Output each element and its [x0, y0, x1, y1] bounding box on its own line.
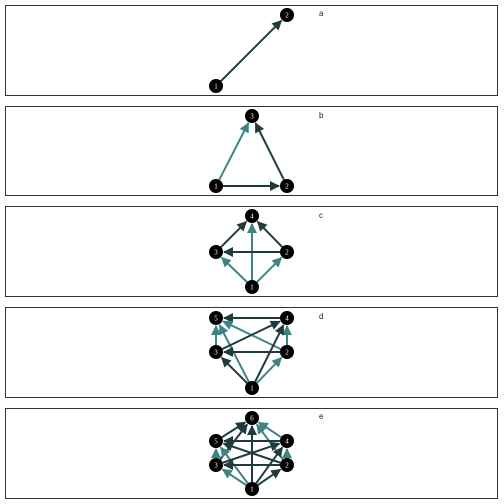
node-circle [245, 280, 259, 294]
node-label: 1 [250, 385, 254, 393]
node-label: 3 [214, 349, 218, 357]
node-circle [209, 345, 223, 359]
node-e-2: 2 [280, 458, 294, 472]
node-d-2: 2 [280, 345, 294, 359]
node-circle [280, 245, 294, 259]
node-label: 1 [250, 486, 254, 494]
node-label: 5 [214, 438, 218, 446]
edge-c-1-2 [256, 256, 283, 283]
node-c-3: 3 [209, 245, 223, 259]
edge-c-3-4 [220, 220, 248, 248]
edge-d-1-2 [256, 357, 283, 384]
node-label: 3 [214, 462, 218, 470]
node-label: 2 [285, 249, 289, 257]
node-label: 4 [250, 213, 254, 221]
node-circle [280, 345, 294, 359]
edge-e-4-6 [257, 421, 282, 438]
node-circle [209, 179, 223, 193]
edge-e-1-2 [257, 468, 282, 486]
node-circle [280, 179, 294, 193]
edge-d-1-3 [220, 356, 248, 384]
node-circle [209, 458, 223, 472]
node-label: 3 [250, 113, 254, 121]
node-label: 1 [214, 83, 218, 91]
node-circle [209, 434, 223, 448]
edge-d-3-4 [221, 320, 281, 350]
node-c-2: 2 [280, 245, 294, 259]
node-e-6: 6 [245, 411, 259, 425]
node-label: 3 [214, 249, 218, 257]
edge-b-2-3 [254, 122, 285, 181]
node-a-1: 1 [209, 79, 223, 93]
node-label: 5 [214, 315, 218, 323]
node-circle [209, 245, 223, 259]
node-a-2: 2 [280, 8, 294, 22]
node-circle [280, 311, 294, 325]
edge-d-1-4 [254, 324, 285, 383]
edge-e-1-3 [221, 468, 247, 486]
node-label: 4 [285, 315, 289, 323]
node-circle [245, 381, 259, 395]
node-circle [280, 458, 294, 472]
panel-letter-a: a [319, 9, 324, 18]
node-b-1: 1 [209, 179, 223, 193]
node-d-1: 1 [245, 381, 259, 395]
panel-letter-b: b [319, 111, 324, 120]
edge-d-1-5 [218, 324, 250, 383]
node-circle [209, 311, 223, 325]
node-d-4: 4 [280, 311, 294, 325]
edge-b-1-3 [218, 122, 250, 181]
edge-a-1-2 [220, 19, 283, 82]
node-circle [245, 411, 259, 425]
node-d-5: 5 [209, 311, 223, 325]
edge-c-1-3 [221, 256, 248, 283]
panel-letter-e: e [319, 412, 324, 421]
node-e-4: 4 [280, 434, 294, 448]
node-b-2: 2 [280, 179, 294, 193]
node-circle [209, 79, 223, 93]
node-c-4: 4 [245, 209, 259, 223]
node-label: 6 [250, 415, 254, 423]
panel-letter-d: d [319, 312, 324, 321]
node-b-3: 3 [245, 109, 259, 123]
node-label: 2 [285, 349, 289, 357]
node-c-1: 1 [245, 280, 259, 294]
edge-e-3-4 [222, 441, 281, 464]
node-circle [245, 482, 259, 496]
node-label: 2 [285, 183, 289, 191]
node-e-1: 1 [245, 482, 259, 496]
node-circle [280, 434, 294, 448]
node-e-5: 5 [209, 434, 223, 448]
node-label: 1 [214, 183, 218, 191]
panel-letter-c: c [319, 211, 323, 220]
node-circle [245, 209, 259, 223]
node-label: 2 [285, 462, 289, 470]
node-label: 2 [285, 12, 289, 20]
node-label: 1 [250, 284, 254, 292]
node-d-3: 3 [209, 345, 223, 359]
node-circle [280, 8, 294, 22]
node-label: 4 [285, 438, 289, 446]
node-circle [245, 109, 259, 123]
edge-c-2-4 [256, 221, 283, 248]
node-e-3: 3 [209, 458, 223, 472]
